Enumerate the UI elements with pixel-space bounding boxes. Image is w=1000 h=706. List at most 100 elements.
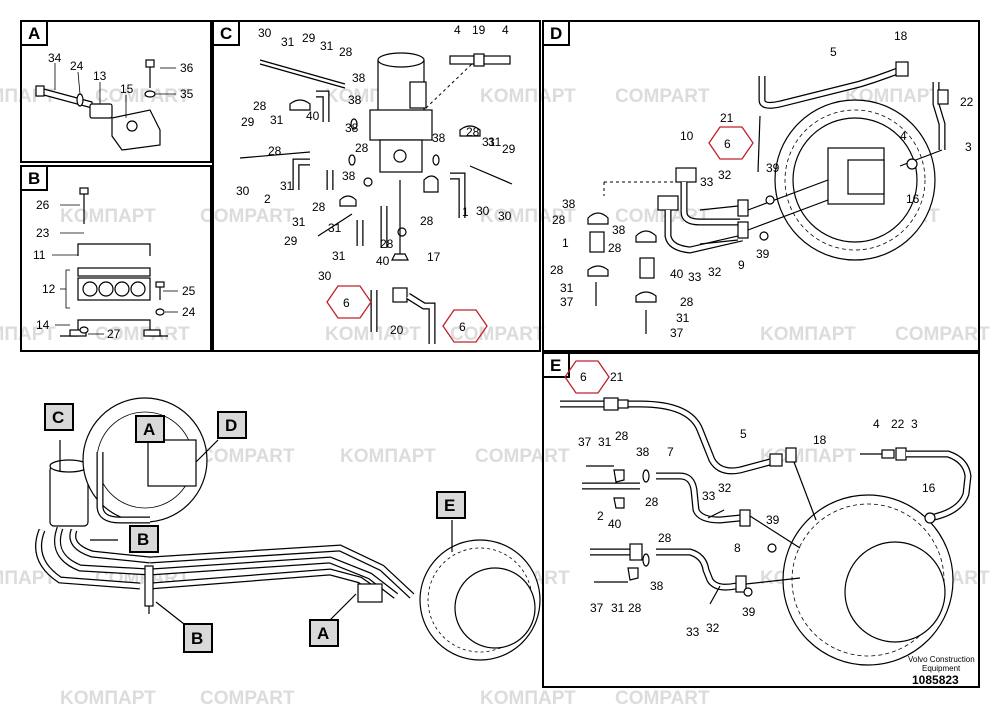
watermark-row-3: KOMПАРТ COMPART KOMПАРТ COMPART KOMПАРТ … [0,324,990,345]
section-c-drawing [239,52,513,344]
part-label: 1 [562,236,569,250]
watermark-text: COMPART [95,324,190,345]
part-label: 27 [107,327,121,341]
part-label: 1 [462,205,469,219]
part-label: 30 [476,204,490,218]
part-label: 2 [264,192,271,206]
part-label: 3 [965,140,972,154]
watermark-text: COMPART [895,324,990,345]
callout-label: E [444,496,455,515]
part-label: 31 [328,221,342,235]
section-e-labels: 6 21 5 18 4 22 3 37 31 28 38 7 33 32 16 … [578,370,936,639]
part-label: 37 [560,295,574,309]
part-label: 14 [36,318,50,332]
part-label: 21 [610,370,624,384]
watermark-text: COMPART [95,86,190,107]
part-label: 32 [718,481,732,495]
part-label: 21 [720,111,734,125]
part-label: 17 [427,250,441,264]
part-label: 38 [650,579,664,593]
part-label: 5 [830,45,837,59]
section-a-drawing [35,59,176,151]
part-label: 30 [258,26,272,40]
part-label: 18 [813,433,827,447]
part-label: 7 [667,445,674,459]
part-label: 25 [182,284,196,298]
part-label: 28 [268,144,282,158]
section-c-title: C [220,24,232,43]
part-label: 31 [560,281,574,295]
part-label: 36 [180,61,194,75]
part-label: 20 [390,323,404,337]
part-label: 28 [339,45,353,59]
part-label: 4 [454,23,461,37]
part-label: 6 [343,296,350,310]
callout-b-right: B [129,525,159,553]
part-label: 23 [36,226,50,240]
part-label: 28 [680,295,694,309]
part-label: 4 [900,129,907,143]
watermark-text: KOMПАРТ [325,324,421,345]
part-label: 31 [676,311,690,325]
part-label: 39 [766,513,780,527]
watermark-row-6: KOMПАРТ COMPART KOMПАРТ COMPART [60,688,710,706]
section-d-labels: 5 18 21 22 10 6 4 3 33 32 39 16 38 28 38… [550,29,974,340]
part-label: 31 [280,179,294,193]
part-label: 31 [270,113,284,127]
section-b-title: B [28,169,40,188]
part-label: 31 [611,601,625,615]
part-label: 6 [580,370,587,384]
part-label: 38 [432,131,446,145]
part-label: 29 [241,115,255,129]
part-label: 38 [352,71,366,85]
watermark-text: KOMПАРТ [0,324,56,345]
part-label: 31 [320,39,334,53]
watermark-text: COMPART [200,446,295,467]
part-label: 24 [70,59,84,73]
part-label: 4 [873,417,880,431]
part-label: 32 [718,168,732,182]
part-label: 12 [42,282,56,296]
watermark-text: KOMПАРТ [760,324,856,345]
part-label: 40 [670,267,684,281]
overview-drawing [35,397,541,661]
watermark-text: KOMПАРТ [0,568,56,589]
part-label: 4 [502,23,509,37]
part-label: 9 [738,258,745,272]
part-label: 28 [628,601,642,615]
section-b-labels: 26 23 11 12 25 24 14 27 [33,198,196,341]
part-label: 18 [894,29,908,43]
watermark-text: KOMПАРТ [480,86,576,107]
overview-callouts: C A D B B E A [44,403,466,653]
part-label: 13 [93,69,107,83]
part-label: 33 [702,489,716,503]
section-e: E [542,352,980,688]
part-label: 2 [597,509,604,523]
part-label: 29 [302,31,316,45]
part-label: 32 [708,265,722,279]
callout-d: D [217,411,247,439]
part-label: 28 [312,200,326,214]
part-label: 30 [236,184,250,198]
part-label: 28 [552,213,566,227]
section-a-labels: 34 24 13 15 36 35 [48,51,194,101]
part-label: 22 [891,417,905,431]
watermark-text: COMPART [200,688,295,706]
brand-line-1: Volvo Construction [908,655,975,664]
section-e-drawing [560,360,972,666]
part-label: 28 [550,263,564,277]
part-label: 38 [345,121,359,135]
callout-label: C [52,408,64,427]
part-label: 11 [33,248,46,262]
part-label: 28 [420,214,434,228]
part-label: 30 [318,269,332,283]
watermark-row-4: KOMПАРТ COMPART KOMПАРТ COMPART [200,446,856,467]
callout-label: B [137,530,149,549]
part-label: 38 [636,445,650,459]
part-label: 6 [724,137,731,151]
part-label: 29 [284,234,298,248]
section-d: D [542,20,980,352]
part-label: 30 [498,209,512,223]
callout-b-bottom: B [183,623,213,653]
